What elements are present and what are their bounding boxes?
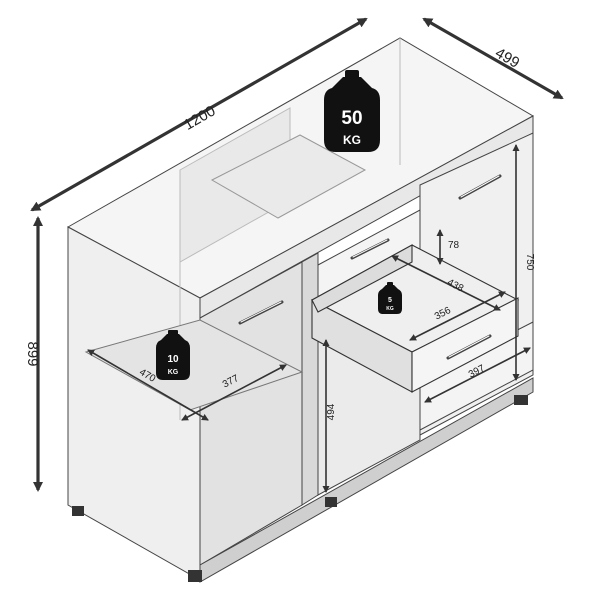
dimension-lines (30, 17, 564, 492)
drawer-height-label: 78 (448, 240, 460, 251)
width-arrow (30, 17, 368, 212)
foot-middle (325, 497, 337, 507)
weight-50kg-icon: 50 KG (324, 70, 380, 152)
weight-10kg-icon: 10 KG (156, 330, 190, 380)
foot-back-left (72, 506, 84, 516)
weight-5kg-unit: KG (386, 306, 394, 312)
weight-5kg-icon: 5 KG (378, 282, 402, 314)
foot-front-right (514, 395, 528, 405)
door-height-label: 750 (524, 254, 535, 271)
inner-dimension-lines (87, 144, 531, 493)
depth-label: 499 (492, 44, 522, 71)
center-divider-panel (301, 252, 319, 506)
drawer-front-arrow (424, 347, 531, 403)
shelf-width-arrow (181, 364, 287, 421)
weight-10kg-unit: KG (168, 369, 179, 376)
weight-10kg-value: 10 (167, 354, 179, 365)
weight-50kg-unit: KG (343, 133, 361, 147)
foot-front-left (188, 570, 202, 582)
weight-5kg-value: 5 (388, 297, 392, 304)
height-label: 899 (24, 341, 41, 366)
depth-arrow (422, 17, 564, 100)
weight-50kg-value: 50 (341, 108, 362, 129)
drawer-width-arrow (409, 291, 506, 341)
compartment-height-label: 494 (326, 403, 337, 420)
